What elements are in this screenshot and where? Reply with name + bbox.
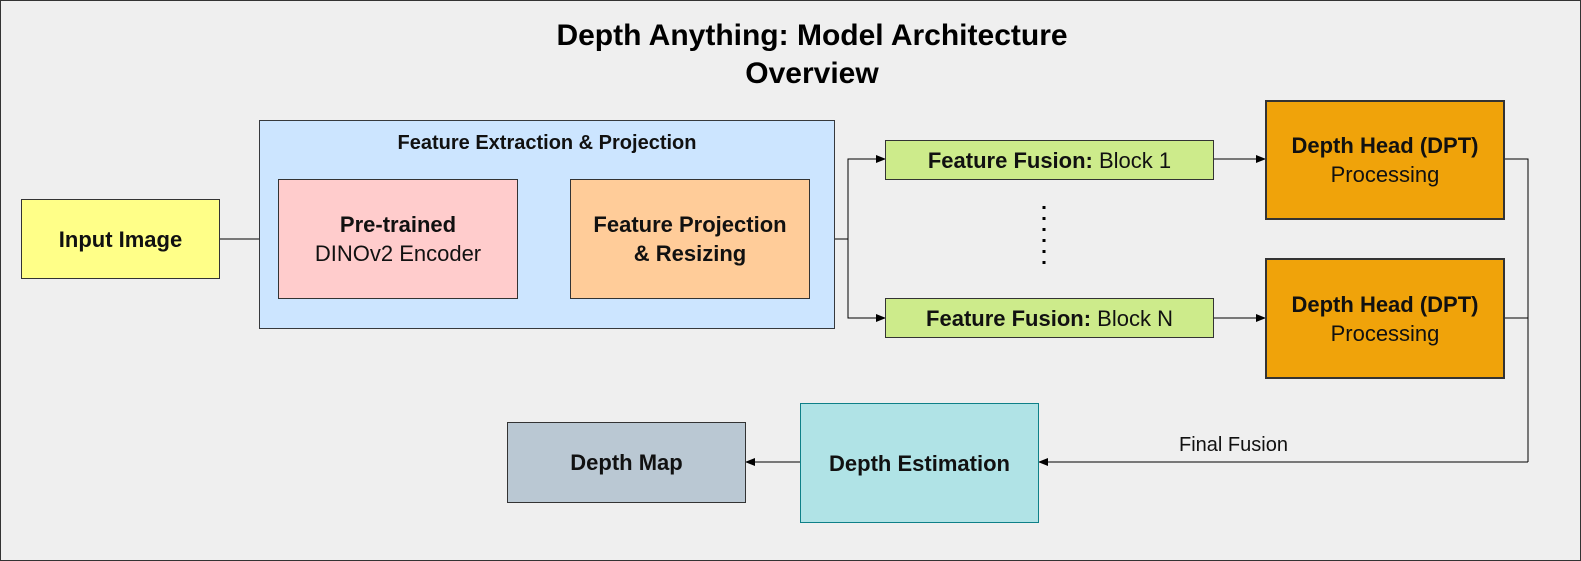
depth-map-label: Depth Map — [570, 450, 683, 475]
depth-head-n-node: Depth Head (DPT) Processing — [1265, 258, 1505, 379]
depth-head-1-label-bold: Depth Head (DPT) — [1291, 133, 1479, 158]
title-line-1: Depth Anything: Model Architecture — [556, 19, 1068, 52]
depth-head-1-node: Depth Head (DPT) Processing — [1265, 100, 1505, 220]
encoder-label-bold: Pre-trained — [339, 212, 457, 237]
fusion-block-n-node: Feature Fusion: Block N — [885, 298, 1214, 338]
projection-label-line-2: & Resizing — [633, 241, 747, 266]
depth-estimation-label: Depth Estimation — [829, 450, 1010, 476]
depth-map-node: Depth Map — [507, 422, 746, 503]
depth-estimation-node: Depth Estimation — [800, 403, 1039, 523]
edge-head-1-out — [1505, 158, 1529, 462]
fusion-block-1-node: Feature Fusion: Block 1 — [885, 140, 1214, 180]
diagram-title: Depth Anything: Model Architecture Overv… — [1, 17, 1580, 93]
encoder-node: Pre-trained DINOv2 Encoder — [278, 179, 518, 299]
input-image-node: Input Image — [21, 199, 220, 279]
edge-projection-to-fusion-n — [847, 239, 886, 322]
depth-head-1-label: Processing — [1330, 162, 1440, 187]
final-fusion-label: Final Fusion — [1179, 434, 1288, 456]
projection-node: Feature Projection & Resizing — [570, 179, 810, 299]
projection-label-line-1: Feature Projection — [593, 212, 787, 237]
fusion-block-n-label-bold: Feature Fusion: — [926, 305, 1092, 331]
fusion-block-1-label-bold: Feature Fusion: — [927, 147, 1093, 173]
depth-head-n-label-bold: Depth Head (DPT) — [1291, 291, 1479, 317]
title-line-2: Overview — [745, 57, 879, 90]
encoder-label: DINOv2 Encoder — [314, 241, 482, 266]
input-image-label: Input Image — [58, 226, 183, 252]
fusion-block-1-label: Block 1 — [1092, 147, 1172, 173]
depth-head-n-label: Processing — [1330, 320, 1440, 346]
fusion-block-n-label: Block N — [1091, 305, 1173, 331]
feature-extraction-group-label: Feature Extraction & Projection — [397, 132, 697, 154]
